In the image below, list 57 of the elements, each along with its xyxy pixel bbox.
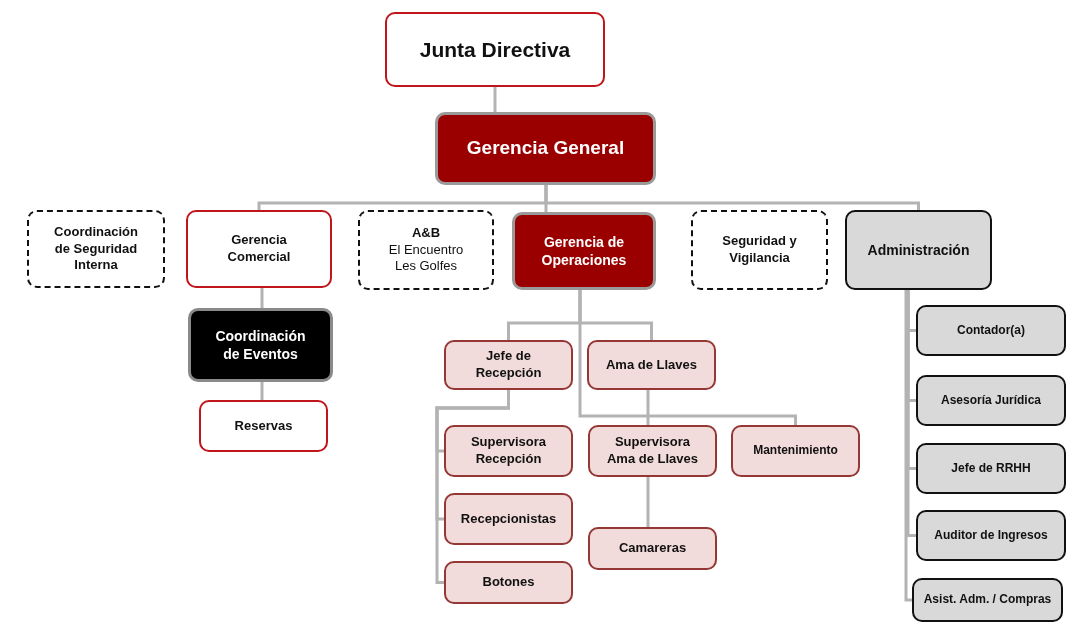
box-label: Junta Directiva: [419, 36, 571, 63]
org-box: [845, 210, 992, 290]
org-box: [588, 527, 717, 570]
box-label: Coordinación de Eventos: [214, 326, 307, 364]
box-label: Gerencia Comercial: [226, 232, 292, 266]
connector-line: [435, 390, 510, 584]
box-label: Recepcionistas: [460, 510, 557, 528]
connector-line: [493, 87, 497, 112]
connector-line: [646, 477, 650, 527]
org-box: [435, 112, 656, 185]
box-label: Jefe de RRHH: [951, 460, 1031, 477]
box-label: Supervisora Recepción: [469, 434, 548, 468]
org-box: [916, 305, 1066, 356]
org-box: [27, 210, 165, 288]
box-label: Camareras: [618, 540, 687, 557]
org-box: [731, 425, 860, 477]
org-box: [199, 400, 328, 452]
box-label: Asist. Adm. / Compras: [923, 592, 1052, 608]
org-box: [587, 340, 716, 390]
box-label: Ama de Llaves: [605, 356, 697, 374]
connector-line: [260, 382, 264, 400]
connector-line: [906, 290, 916, 537]
org-box: [588, 425, 717, 477]
box-label: A&B: [411, 224, 441, 242]
connector-line: [904, 290, 912, 602]
connector-line: [260, 288, 264, 308]
box-label: Contador(a): [957, 322, 1025, 339]
org-box: [691, 210, 828, 290]
connector-line: [544, 185, 920, 210]
box-label: Gerencia de Operaciones: [540, 232, 628, 270]
connector-line: [578, 290, 797, 425]
org-box: [912, 578, 1063, 622]
box-label: Supervisora Ama de Llaves: [605, 434, 699, 468]
org-box: [444, 425, 573, 477]
org-box: [444, 561, 573, 604]
box-label: Jefe de Recepción: [474, 348, 543, 382]
org-box: [444, 340, 573, 390]
org-box: [358, 210, 494, 290]
box-label: Auditor de Ingresos: [934, 527, 1048, 544]
org-box: [916, 443, 1066, 494]
box-label: Asesoría Jurídica: [940, 392, 1042, 409]
org-box: [385, 12, 605, 87]
org-box: [512, 212, 656, 290]
box-label: Seguridad y Vigilancia: [721, 233, 798, 267]
org-box: [444, 493, 573, 545]
connector-line: [646, 390, 650, 425]
org-box: [188, 308, 333, 382]
org-box: [186, 210, 332, 288]
box-label: Gerencia General: [466, 136, 625, 161]
box-label: Botones: [482, 574, 535, 591]
org-box: [916, 510, 1066, 561]
box-label: Administración: [867, 240, 970, 260]
box-label: Mantenimiento: [753, 443, 838, 459]
box-label: Coordinación de Seguridad Interna: [53, 223, 139, 275]
org-box: [916, 375, 1066, 426]
box-label: Reservas: [234, 417, 293, 435]
box-label: El Encuentro Les Golfes: [387, 241, 465, 276]
